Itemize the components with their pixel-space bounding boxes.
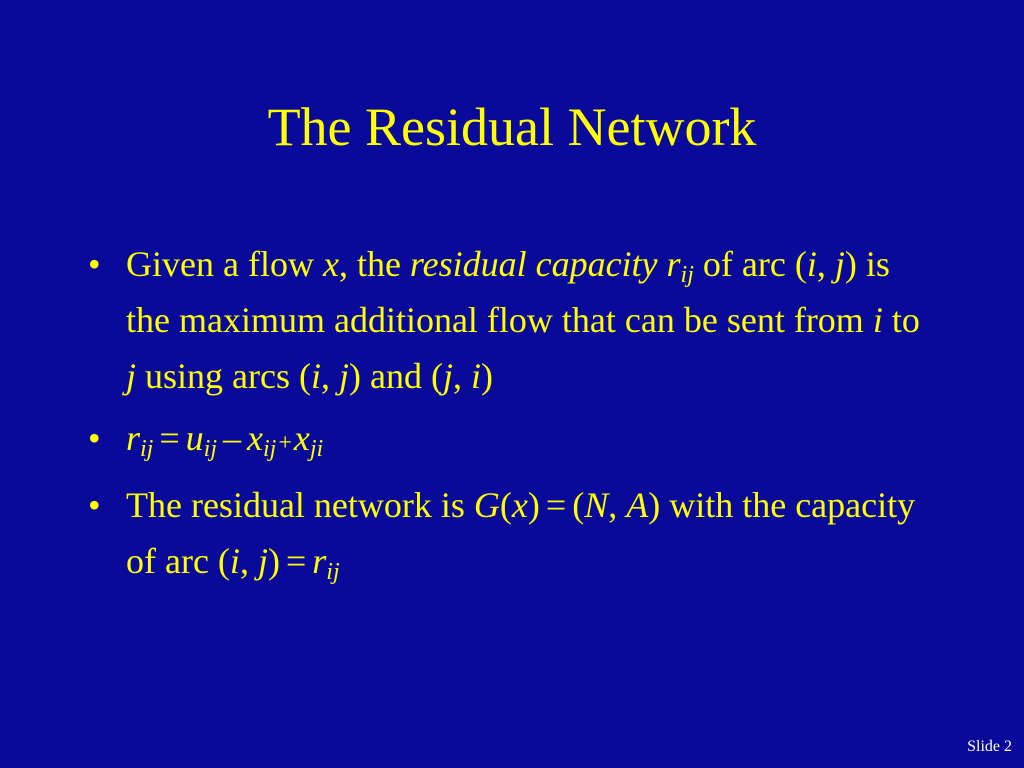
- bullet-marker: •: [88, 485, 101, 525]
- slide-title: The Residual Network: [267, 97, 757, 157]
- bullet-marker: •: [88, 418, 101, 458]
- slide-number: Slide 2: [967, 738, 1012, 755]
- bullet-residual-network-definition: •The residual network is G(x)=(N, A) wit…: [88, 477, 928, 589]
- term-residual-capacity: residual capacity: [409, 244, 658, 284]
- bullet-list: •Given a flow x, the residual capacity r…: [88, 236, 928, 595]
- bullet-marker: •: [88, 244, 101, 284]
- bullet-residual-formula: •rij=uij–xij+xji: [88, 410, 928, 471]
- bullet-residual-capacity-definition: •Given a flow x, the residual capacity r…: [88, 236, 928, 404]
